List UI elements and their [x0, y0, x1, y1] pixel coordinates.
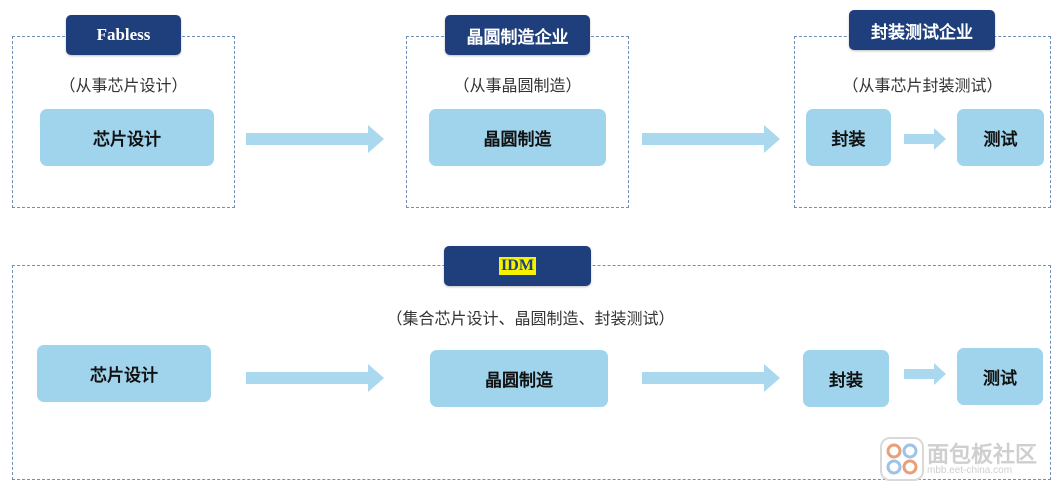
arrow-icon [904, 363, 946, 385]
arrow-icon [904, 128, 946, 150]
idm-step-testing: 测试 [957, 348, 1043, 405]
foundry-subtitle: （从事晶圆制造） [453, 76, 582, 95]
osat-subtitle: （从事芯片封装测试） [842, 76, 1003, 95]
fabless-subtitle: （从事芯片设计） [59, 76, 188, 95]
idm-step-chip-design: 芯片设计 [37, 345, 211, 402]
step-testing: 测试 [957, 109, 1044, 166]
idm-subtitle: （集合芯片设计、晶圆制造、封装测试） [386, 309, 675, 328]
arrow-icon [246, 125, 384, 153]
watermark-text: 面包板社区 [927, 443, 1038, 468]
idm-header-label: IDM [499, 257, 536, 275]
foundry-header: 晶圆制造企业 [445, 15, 590, 55]
idm-step-wafer-fab: 晶圆制造 [430, 350, 608, 407]
step-packaging: 封装 [806, 109, 891, 166]
fabless-header: Fabless [66, 15, 181, 55]
idm-header: IDM [444, 246, 591, 286]
idm-step-packaging: 封装 [803, 350, 889, 407]
watermark-logo: 面包板社区 mbb.eet-china.com [880, 437, 1058, 483]
osat-header: 封装测试企业 [849, 10, 995, 50]
step-wafer-fab: 晶圆制造 [429, 109, 606, 166]
watermark-url: mbb.eet-china.com [927, 465, 1013, 476]
osat-header-label: 封装测试企业 [871, 22, 973, 43]
arrow-icon [642, 364, 780, 392]
fabless-header-label: Fabless [96, 25, 151, 44]
arrow-icon [246, 364, 384, 392]
foundry-header-label: 晶圆制造企业 [466, 27, 569, 48]
step-chip-design: 芯片设计 [40, 109, 214, 166]
arrow-icon [642, 125, 780, 153]
logo-icon [880, 437, 924, 481]
